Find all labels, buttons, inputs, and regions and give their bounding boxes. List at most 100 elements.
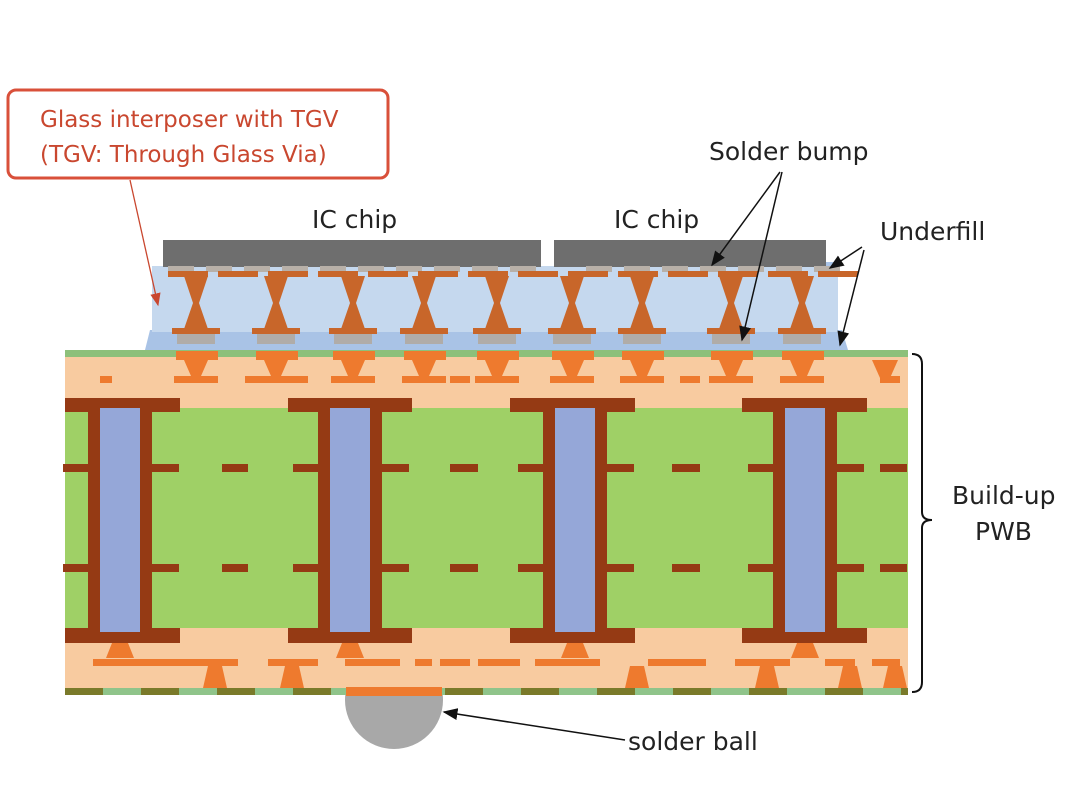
redistribution-pad (268, 271, 308, 277)
pwb-land (622, 351, 664, 360)
micro-bump (700, 266, 726, 272)
solder-bump (623, 334, 661, 344)
redistribution-pad (368, 271, 408, 277)
callout-arrow (129, 179, 161, 307)
callout-line-2: (TGV: Through Glass Via) (40, 142, 327, 168)
inner-trace (606, 564, 634, 572)
trace-dash (880, 376, 900, 383)
resist-segment (483, 688, 521, 695)
resist-segment (217, 688, 255, 695)
resist-segment (825, 688, 863, 695)
bottom-trace (268, 659, 318, 666)
tgv-bottom-pad (473, 328, 521, 334)
inner-trace (748, 464, 774, 472)
buildup-label-1: Build-up (952, 481, 1056, 510)
inner-trace (518, 564, 544, 572)
solder-bump (783, 334, 821, 344)
through-glass-via (630, 276, 654, 329)
inner-trace (381, 564, 409, 572)
tgv-bottom-pad (329, 328, 377, 334)
bottom-microvia (883, 666, 907, 688)
bottom-microvia (336, 643, 364, 658)
underfill-label: Underfill (880, 217, 985, 246)
resist-segment (635, 688, 673, 695)
callout-line-1: Glass interposer with TGV (40, 107, 339, 133)
redistribution-pad (418, 271, 458, 277)
tgv-bottom-pad (252, 328, 300, 334)
solder-bump (405, 334, 443, 344)
resist-segment (293, 688, 331, 695)
resist-segment (749, 688, 787, 695)
through-glass-via (412, 276, 436, 329)
micro-bump (396, 266, 422, 272)
pwb-land (404, 351, 446, 360)
bottom-microvia (203, 666, 227, 688)
pwb-land (782, 351, 824, 360)
inner-trace (381, 464, 409, 472)
pwb-land (477, 351, 519, 360)
micro-bump (738, 266, 764, 272)
micro-bump (814, 266, 840, 272)
redistribution-pad (718, 271, 758, 277)
bottom-microvia (625, 666, 649, 688)
solder-bump-arrows (711, 171, 783, 342)
ic-chip-1 (163, 240, 541, 267)
resist-segment (65, 688, 103, 695)
solder-bump (177, 334, 215, 344)
through-glass-via (560, 276, 584, 329)
microvia (560, 360, 584, 376)
resist-segment (179, 688, 217, 695)
through-hole-fill (330, 408, 370, 632)
bottom-microvia (755, 666, 779, 688)
redistribution-pad (518, 271, 558, 277)
inner-trace-dash (222, 464, 248, 472)
bottom-microvia (106, 643, 134, 658)
bottom-microvia (561, 643, 589, 658)
redistribution-pad (318, 271, 358, 277)
resist-segment (255, 688, 293, 695)
ic-chip-2 (554, 240, 826, 267)
micro-bump (662, 266, 688, 272)
pwb-land (256, 351, 298, 360)
redistribution-pad (768, 271, 808, 277)
redistribution-pad (568, 271, 608, 277)
solder-bump (712, 334, 750, 344)
inner-trace (836, 464, 864, 472)
resist-segment (787, 688, 825, 695)
through-hole-fill (555, 408, 595, 632)
inner-trace-dash (880, 464, 907, 472)
microvia-pad (620, 376, 664, 383)
underfill-arrows (828, 246, 865, 347)
inner-trace-dash (65, 564, 78, 572)
resist-segment (901, 688, 908, 695)
bottom-trace (535, 659, 600, 666)
tgv-bottom-pad (778, 328, 826, 334)
solder-ball-pad (346, 687, 442, 696)
bottom-trace (93, 659, 238, 666)
micro-bump (586, 266, 612, 272)
through-glass-via (790, 276, 814, 329)
inner-trace (151, 464, 179, 472)
microvia (719, 360, 743, 376)
trace-dash (100, 376, 112, 383)
micro-bump (434, 266, 460, 272)
microvia (630, 360, 654, 376)
ic-chip-label-2: IC chip (614, 205, 699, 234)
micro-bump (206, 266, 232, 272)
resist-segment (711, 688, 749, 695)
bottom-microvia (838, 666, 862, 688)
inner-trace (748, 564, 774, 572)
bottom-trace (648, 659, 706, 666)
bottom-trace (345, 659, 400, 666)
inner-trace-dash (450, 564, 478, 572)
bottom-trace (825, 659, 855, 666)
inner-trace (293, 464, 319, 472)
micro-bump (510, 266, 536, 272)
solder-bump (553, 334, 591, 344)
micro-bump (244, 266, 270, 272)
inner-trace-dash (672, 464, 700, 472)
bottom-trace (415, 659, 432, 666)
solder-bump (334, 334, 372, 344)
resist-segment (673, 688, 711, 695)
redistribution-pad (168, 271, 208, 277)
